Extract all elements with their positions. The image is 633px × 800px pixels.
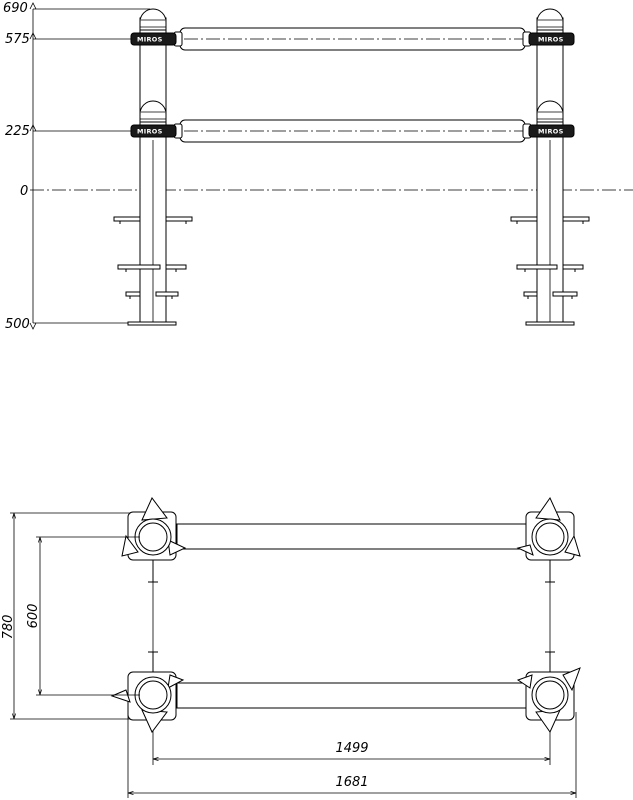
level-label-225: 225 [5,124,30,139]
level-label-690: 690 [3,1,28,16]
plan-fitting-upper-right [516,496,581,583]
lower-bar: MIROS MIROS [130,119,575,143]
plan-fitting-upper-left [121,497,187,583]
plan-fitting-lower-right [516,651,581,734]
dim-depth-outer: 780 [1,512,130,720]
right-post [510,8,590,326]
level-label-575: 575 [5,32,30,47]
plan-fitting-lower-left [110,651,185,733]
front-view: 690 575 225 0 500 [3,1,633,332]
plan-upper-bar [176,523,528,550]
dim-depth-inner: 600 [26,536,140,696]
level-label-0: 0 [20,184,28,199]
upper-left-brand-text: MIROS [137,36,163,44]
dim-label-depth-inner: 600 [26,604,41,629]
dim-length-outer: 1681 [128,775,576,793]
level-label-500: 500 [5,317,30,332]
lower-right-brand-text: MIROS [538,128,564,136]
upper-right-clamp-band [528,32,575,46]
lower-right-clamp-band [528,124,575,138]
dim-length-inner: 1499 [153,741,550,759]
upper-left-clamp-band [130,32,177,46]
plan-view: 780 600 1499 1681 [1,496,581,798]
plan-lower-bar [176,682,528,709]
dim-label-depth-outer: 780 [1,615,16,640]
lower-left-clamp-band [130,124,177,138]
dim-label-length-outer: 1681 [335,775,368,790]
upper-bar: MIROS MIROS [130,27,575,51]
left-post [113,8,193,326]
lower-left-brand-text: MIROS [137,128,163,136]
dim-label-length-inner: 1499 [335,741,368,756]
level-leaders [29,2,150,330]
upper-right-brand-text: MIROS [538,36,564,44]
